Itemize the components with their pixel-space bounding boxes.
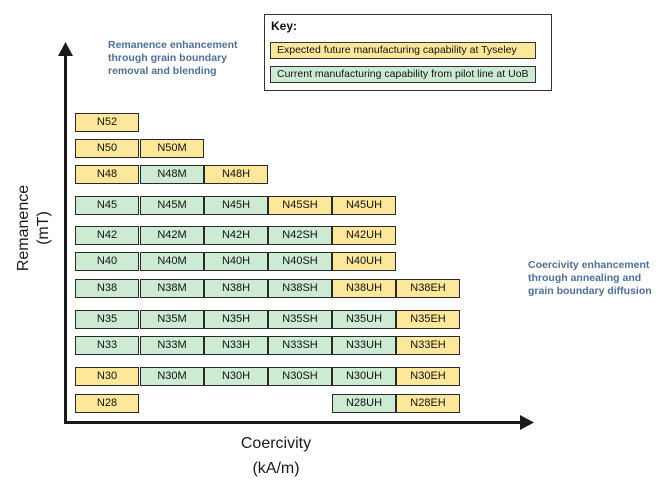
grade-cell-n40sh: N40SH: [268, 252, 332, 271]
grade-cell-n35: N35: [75, 310, 139, 329]
grade-cell-n33m: N33M: [140, 336, 204, 355]
grade-cell-n48m: N48M: [140, 165, 204, 184]
grade-cell-n38h: N38H: [204, 279, 268, 298]
grade-cell-n42sh: N42SH: [268, 226, 332, 245]
grade-cell-n30m: N30M: [140, 367, 204, 386]
legend-current-entry: Current manufacturing capability from pi…: [270, 66, 536, 83]
grade-cell-n45: N45: [75, 196, 139, 215]
coercivity-annotation: Coercivity enhancement through annealing…: [528, 259, 652, 297]
grade-cell-n40h: N40H: [204, 252, 268, 271]
grade-cell-n33: N33: [75, 336, 139, 355]
y-axis-label: Remanence (mT): [15, 184, 52, 272]
grade-cell-n50m: N50M: [140, 139, 204, 158]
remanence-annotation: Remanence enhancement through grain boun…: [108, 39, 238, 77]
legend-title: Key:: [271, 19, 298, 33]
x-axis-line: [64, 421, 522, 424]
grade-cell-n42h: N42H: [204, 226, 268, 245]
grade-cell-n50: N50: [75, 139, 139, 158]
grade-cell-n38: N38: [75, 279, 139, 298]
grade-cell-n52: N52: [75, 113, 139, 132]
grade-cell-n28: N28: [75, 394, 139, 413]
grade-cell-n42m: N42M: [140, 226, 204, 245]
grade-cell-n42uh: N42UH: [332, 226, 396, 245]
grade-cell-n35eh: N35EH: [396, 310, 460, 329]
legend-box: Key: Expected future manufacturing capab…: [264, 14, 552, 91]
grade-cell-n40: N40: [75, 252, 139, 271]
grade-cell-n30: N30: [75, 367, 139, 386]
grade-cell-n40uh: N40UH: [332, 252, 396, 271]
grade-cell-n42: N42: [75, 226, 139, 245]
legend-future-entry: Expected future manufacturing capability…: [270, 42, 536, 59]
y-axis-line: [64, 52, 67, 424]
grade-cell-n35sh: N35SH: [268, 310, 332, 329]
grade-cell-n30sh: N30SH: [268, 367, 332, 386]
y-axis-arrow-icon: [58, 42, 73, 56]
grade-cell-n48: N48: [75, 165, 139, 184]
x-axis-arrow-icon: [520, 415, 534, 430]
grade-cell-n33eh: N33EH: [396, 336, 460, 355]
grade-cell-n28eh: N28EH: [396, 394, 460, 413]
grade-cell-n40m: N40M: [140, 252, 204, 271]
grade-cell-n35m: N35M: [140, 310, 204, 329]
grade-cell-n30h: N30H: [204, 367, 268, 386]
grade-cell-n45h: N45H: [204, 196, 268, 215]
grade-cell-n45m: N45M: [140, 196, 204, 215]
grade-cell-n33h: N33H: [204, 336, 268, 355]
grade-cell-n28uh: N28UH: [332, 394, 396, 413]
grade-cell-n38m: N38M: [140, 279, 204, 298]
grade-cell-n33uh: N33UH: [332, 336, 396, 355]
grade-cell-n33sh: N33SH: [268, 336, 332, 355]
grade-cell-n38sh: N38SH: [268, 279, 332, 298]
grade-cell-n38eh: N38EH: [396, 279, 460, 298]
grade-cell-n48h: N48H: [204, 165, 268, 184]
grade-cell-n30uh: N30UH: [332, 367, 396, 386]
grade-cell-n35uh: N35UH: [332, 310, 396, 329]
x-axis-label: Coercivity (kA/m): [240, 435, 312, 477]
grade-cell-n45sh: N45SH: [268, 196, 332, 215]
grade-cell-n35h: N35H: [204, 310, 268, 329]
grade-cell-n38uh: N38UH: [332, 279, 396, 298]
grade-cell-n30eh: N30EH: [396, 367, 460, 386]
grade-cell-n45uh: N45UH: [332, 196, 396, 215]
